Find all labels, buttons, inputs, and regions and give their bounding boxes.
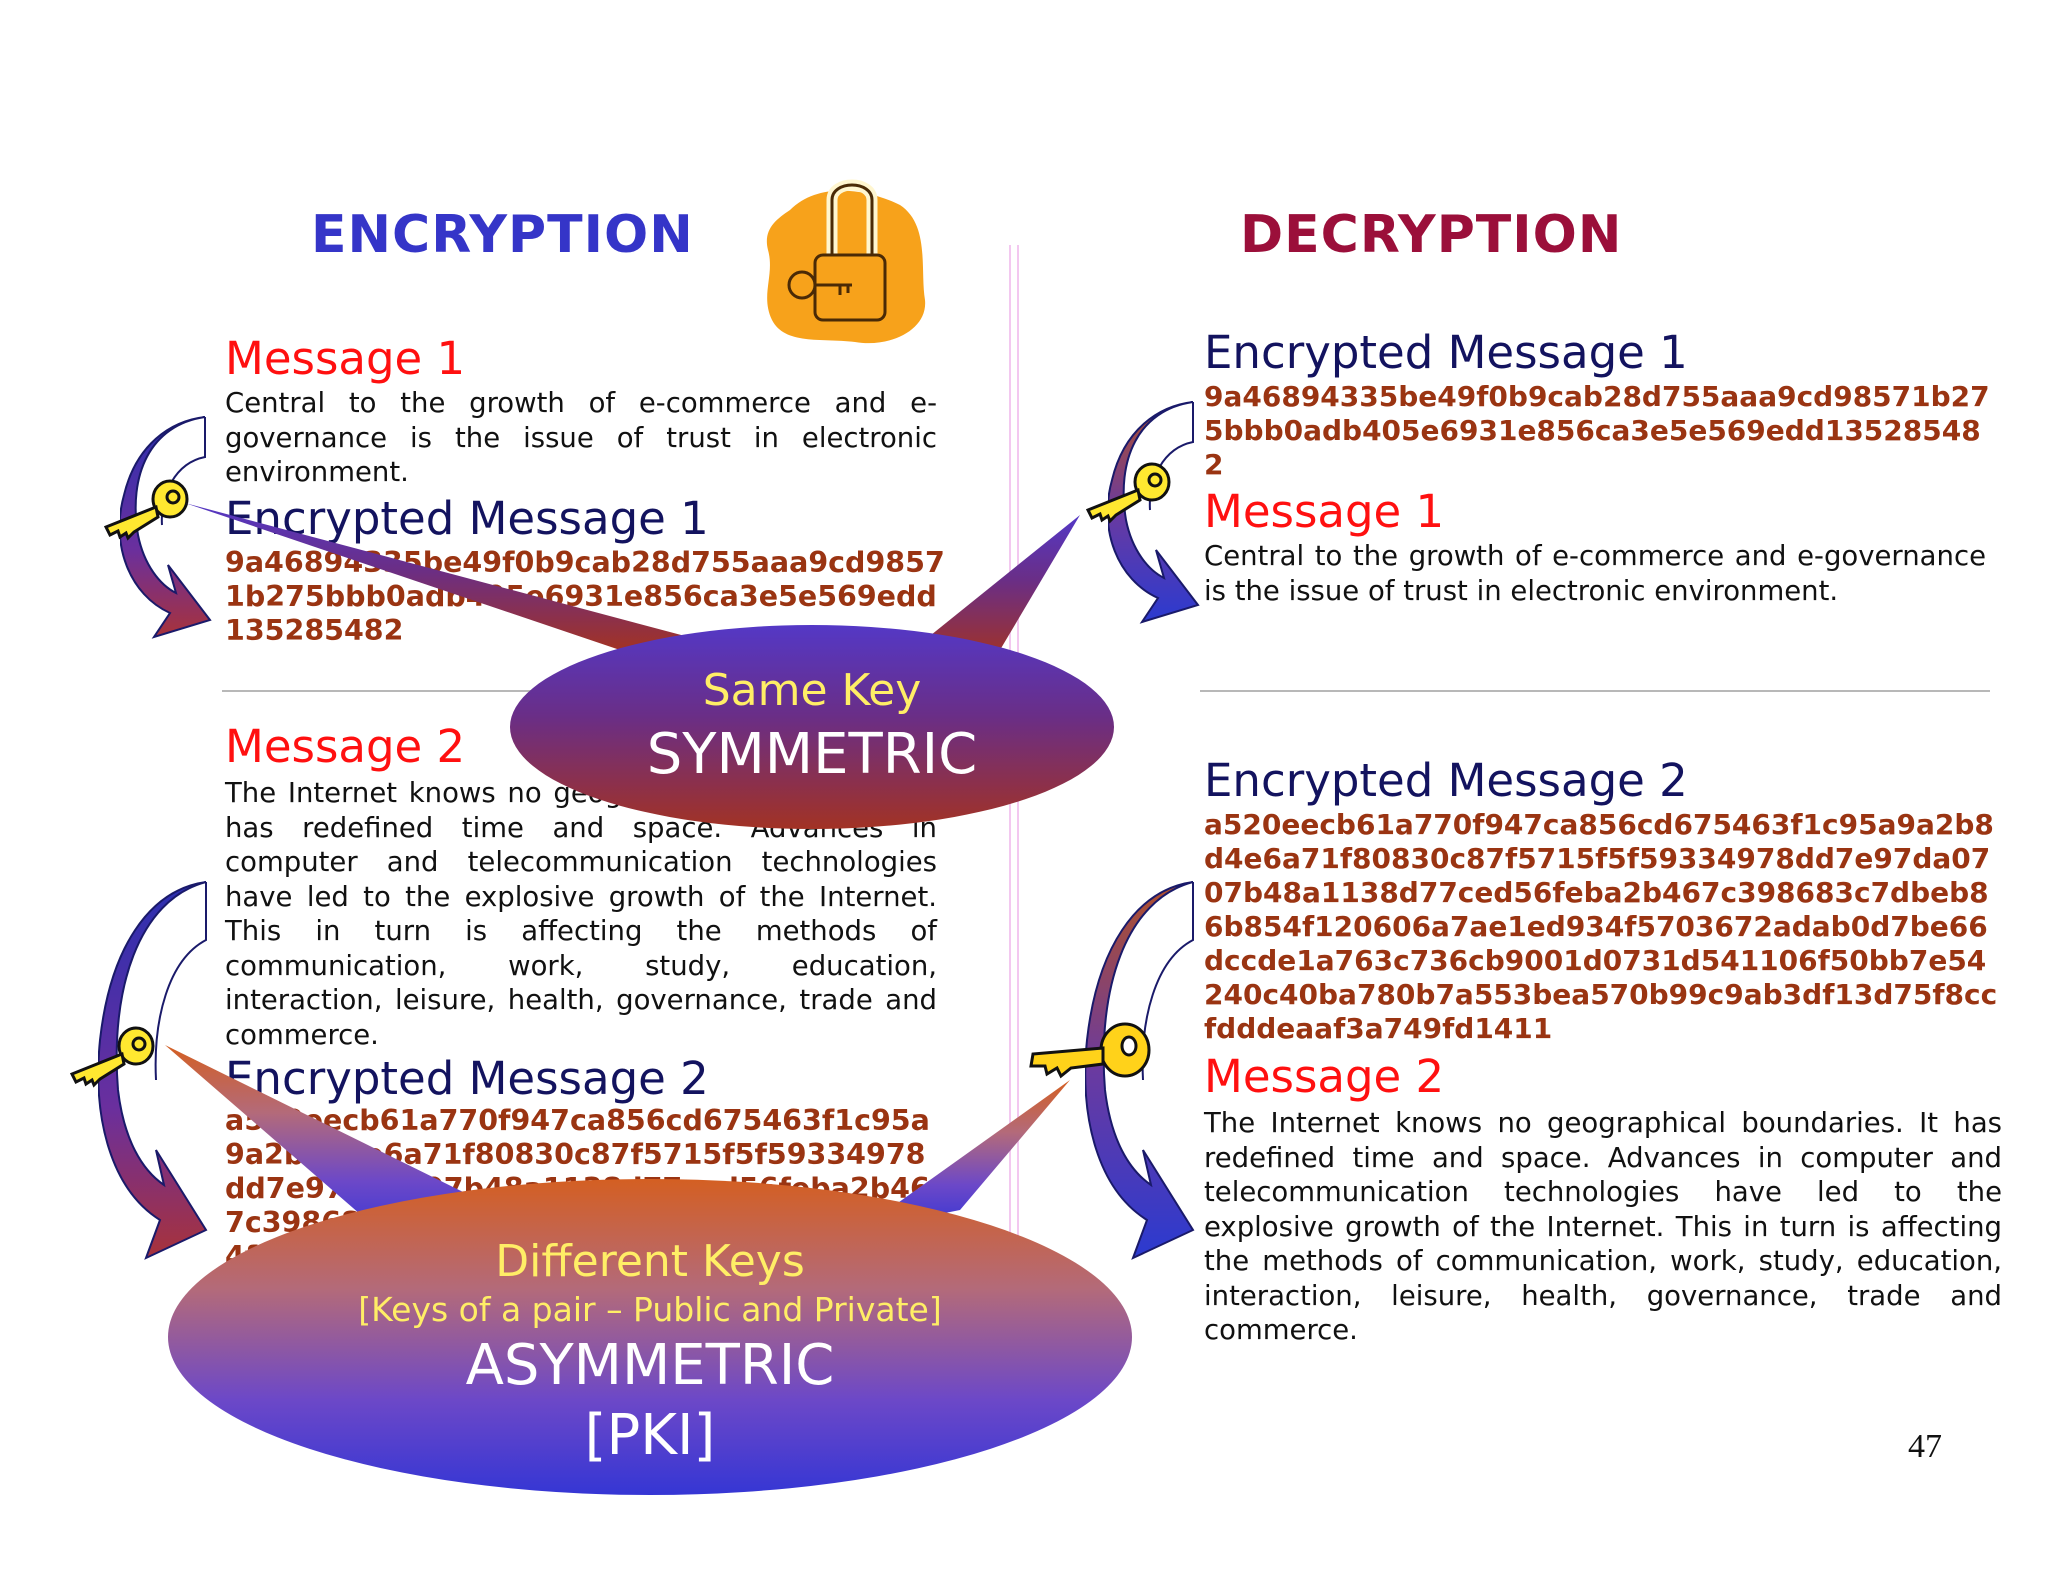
dec-message2-text: The Internet knows no geographical bound… bbox=[1204, 1107, 2002, 1346]
right-separator bbox=[1200, 690, 1990, 692]
dec-encrypted1-heading: Encrypted Message 1 bbox=[1204, 326, 1688, 379]
dec-message1-heading: Message 1 bbox=[1204, 485, 1445, 538]
enc-message1-text: Central to the growth of e-commerce and … bbox=[225, 387, 937, 488]
page-number: 47 bbox=[1908, 1428, 1942, 1465]
enc-message2-heading: Message 2 bbox=[225, 720, 466, 773]
symmetric-label: SYMMETRIC bbox=[646, 722, 978, 787]
dec-encrypted1-hex: 9a46894335be49f0b9cab28d755aaa9cd98571b2… bbox=[1204, 380, 1990, 481]
dec-encrypted2-hex: a520eecb61a770f947ca856cd675463f1c95a9a2… bbox=[1204, 808, 1998, 1045]
dec-message1-text: Central to the growth of e-commerce and … bbox=[1204, 540, 1986, 607]
dec-key-icon-1 bbox=[1085, 462, 1171, 524]
encryption-title: ENCRYPTION bbox=[311, 205, 694, 265]
enc-curved-arrow-icon-2 bbox=[98, 881, 208, 1260]
enc-key-icon-1 bbox=[103, 479, 189, 541]
dec-key-icon-2 bbox=[1029, 1022, 1151, 1079]
asymmetric-label-key-pair: [Keys of a pair – Public and Private] bbox=[358, 1290, 942, 1329]
padlock-icon bbox=[766, 179, 926, 344]
enc-encrypted1-hex: 9a46894335be49f0b9cab28d755aaa9cd98571b2… bbox=[225, 546, 945, 647]
enc-encrypted2-heading: Encrypted Message 2 bbox=[225, 1052, 709, 1105]
decryption-title: DECRYPTION bbox=[1240, 205, 1623, 265]
asymmetric-label: ASYMMETRIC bbox=[465, 1333, 835, 1398]
enc-key-icon-2 bbox=[69, 1026, 155, 1088]
symmetric-label-same-key: Same Key bbox=[702, 665, 922, 716]
asymmetric-label-pki: [PKI] bbox=[584, 1403, 716, 1468]
dec-message2-heading: Message 2 bbox=[1204, 1050, 1445, 1103]
dec-encrypted2-heading: Encrypted Message 2 bbox=[1204, 754, 1688, 807]
asymmetric-label-different-keys: Different Keys bbox=[495, 1236, 805, 1287]
enc-message1-heading: Message 1 bbox=[225, 332, 466, 385]
